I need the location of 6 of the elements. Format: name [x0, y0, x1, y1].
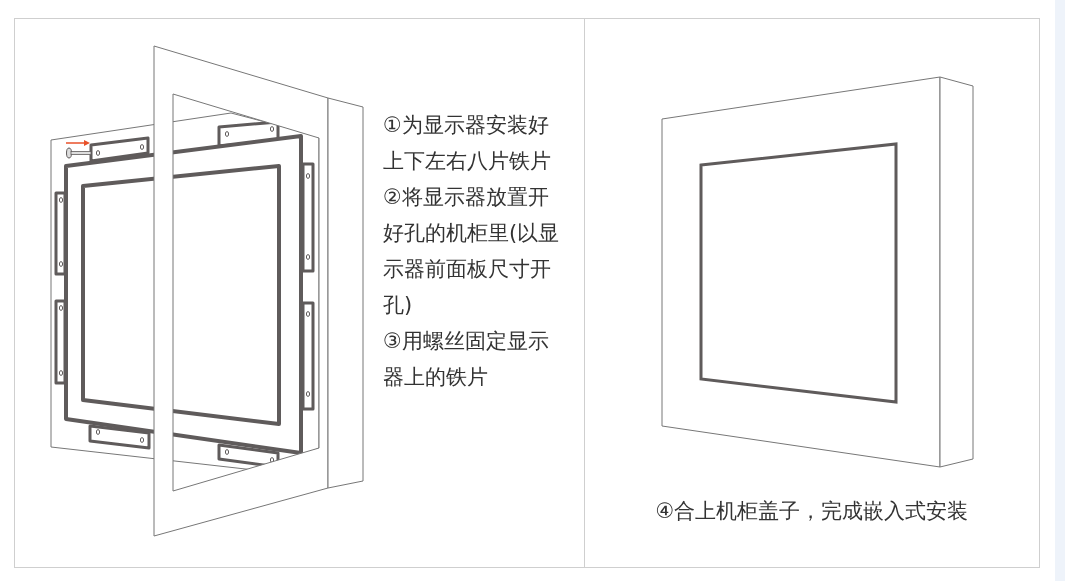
caption-text: ④合上机柜盖子，完成嵌入式安装	[654, 498, 970, 525]
instruction-text: ③用螺丝固定显示器上的铁片	[383, 328, 550, 391]
panel	[14, 18, 585, 568]
panel	[584, 18, 1040, 568]
instruction-text: ②将显示器放置开好孔的机柜里(以显示器前面板尺寸开孔)	[383, 184, 561, 319]
instruction-text: ①为显示器安装好上下左右八片铁片	[383, 112, 552, 175]
